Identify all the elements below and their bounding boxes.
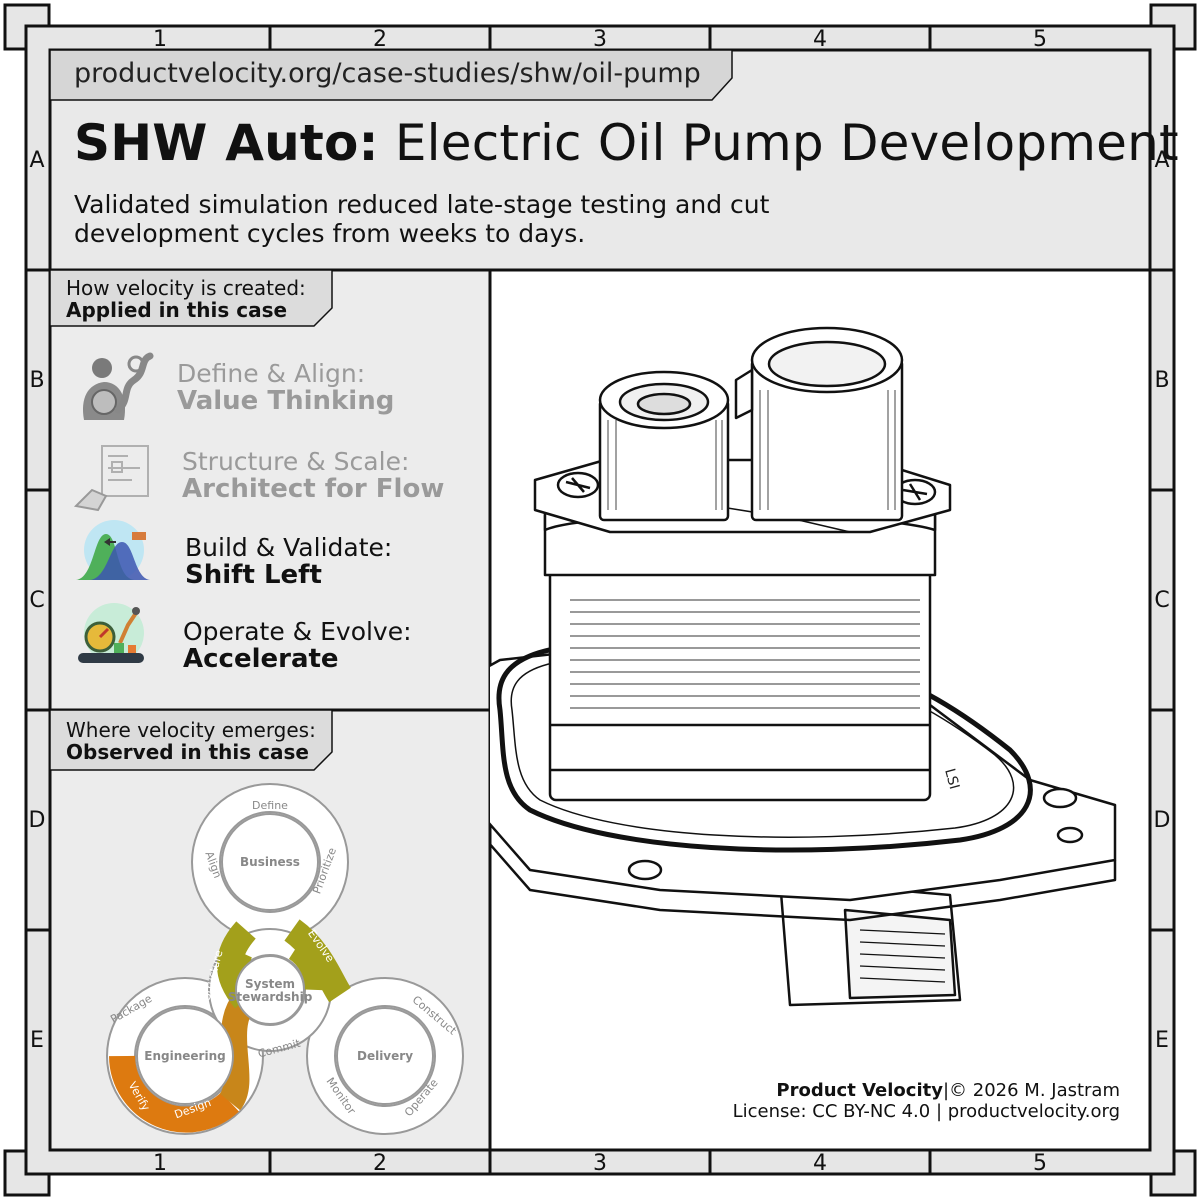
velocity-emerges-tab: Where velocity emerges: Observed in this… — [66, 719, 316, 763]
grid-row-label: A — [29, 148, 44, 173]
grid-row-label: E — [1155, 1028, 1169, 1053]
velocity-emerges-label: Where velocity emerges: — [66, 718, 316, 742]
subtitle-line: Validated simulation reduced late-stage … — [74, 190, 770, 219]
grid-col-label: 2 — [373, 27, 387, 52]
grid-col-label: 1 — [153, 27, 167, 52]
cycle-center-label: Stewardship — [228, 990, 313, 1004]
method-stage: Build & Validate: — [185, 533, 393, 562]
grid-row-label: C — [29, 588, 44, 613]
grid-row-label: B — [1154, 368, 1169, 393]
case-study-url[interactable]: productvelocity.org/case-studies/shw/oil… — [74, 58, 701, 89]
method-name: Accelerate — [183, 644, 339, 674]
page-title: SHW Auto: Electric Oil Pump Development — [74, 114, 1179, 172]
credit-line: Product Velocity|© 2026 M. Jastram — [733, 1080, 1120, 1101]
method-value-thinking: Define & Align: Value Thinking — [177, 360, 394, 415]
grid-col-label: 3 — [593, 1151, 607, 1176]
method-stage: Structure & Scale: — [182, 447, 410, 476]
grid-col-label: 4 — [813, 27, 827, 52]
copyright: |© 2026 M. Jastram — [942, 1080, 1120, 1101]
method-name: Value Thinking — [177, 386, 395, 416]
grid-col-label: 5 — [1033, 27, 1047, 52]
grid-row-label: D — [29, 808, 46, 833]
method-name: Architect for Flow — [182, 474, 445, 504]
method-stage: Define & Align: — [177, 359, 366, 388]
title-company: SHW Auto: — [74, 114, 379, 172]
velocity-emerges-sublabel: Observed in this case — [66, 740, 309, 764]
cycle-center-label: System — [245, 977, 295, 991]
grid-row-label: A — [1154, 148, 1169, 173]
brand-name: Product Velocity — [776, 1080, 943, 1101]
page-subtitle: Validated simulation reduced late-stage … — [74, 190, 874, 248]
grid-row-label: E — [30, 1028, 44, 1053]
grid-col-label: 1 — [153, 1151, 167, 1176]
grid-col-label: 4 — [813, 1151, 827, 1176]
electric-oil-pump-illustration: LSI — [490, 326, 1117, 1007]
method-architect-for-flow: Structure & Scale: Architect for Flow — [182, 448, 444, 503]
grid-column-labels: 1 2 3 4 5 1 2 3 4 5 — [153, 27, 1047, 1176]
subtitle-line: development cycles from weeks to days. — [74, 219, 586, 248]
credit-block: Product Velocity|© 2026 M. Jastram Licen… — [733, 1080, 1120, 1122]
cycle-business-label: Business — [240, 855, 300, 869]
pump-marking: LSI — [941, 767, 962, 791]
architect-flow-icon — [73, 445, 149, 512]
grid-col-label: 5 — [1033, 1151, 1047, 1176]
velocity-created-sublabel: Applied in this case — [66, 298, 288, 322]
velocity-cycle-diagram: Business Engineering Delivery System Ste… — [106, 783, 464, 1135]
cycle-engineering-label: Engineering — [144, 1049, 225, 1063]
accelerate-icon — [78, 603, 144, 663]
cycle-step-label: Define — [252, 799, 288, 812]
cycle-delivery-label: Delivery — [357, 1049, 413, 1063]
grid-row-label: B — [29, 368, 44, 393]
shift-left-icon — [76, 520, 150, 580]
grid-row-labels: A B C D E A B C D E — [29, 148, 1171, 1053]
method-accelerate: Operate & Evolve: Accelerate — [183, 618, 412, 673]
license-line[interactable]: License: CC BY-NC 4.0 | productvelocity.… — [732, 1101, 1120, 1122]
value-thinking-icon — [82, 352, 154, 420]
velocity-created-tab: How velocity is created: Applied in this… — [66, 277, 306, 321]
velocity-created-label: How velocity is created: — [66, 276, 306, 300]
method-name: Shift Left — [185, 560, 322, 590]
method-shift-left: Build & Validate: Shift Left — [185, 534, 392, 589]
method-stage: Operate & Evolve: — [183, 617, 412, 646]
title-project: Electric Oil Pump Development — [394, 114, 1179, 172]
grid-col-label: 2 — [373, 1151, 387, 1176]
grid-row-label: C — [1154, 588, 1169, 613]
grid-col-label: 3 — [593, 27, 607, 52]
grid-row-label: D — [1154, 808, 1171, 833]
